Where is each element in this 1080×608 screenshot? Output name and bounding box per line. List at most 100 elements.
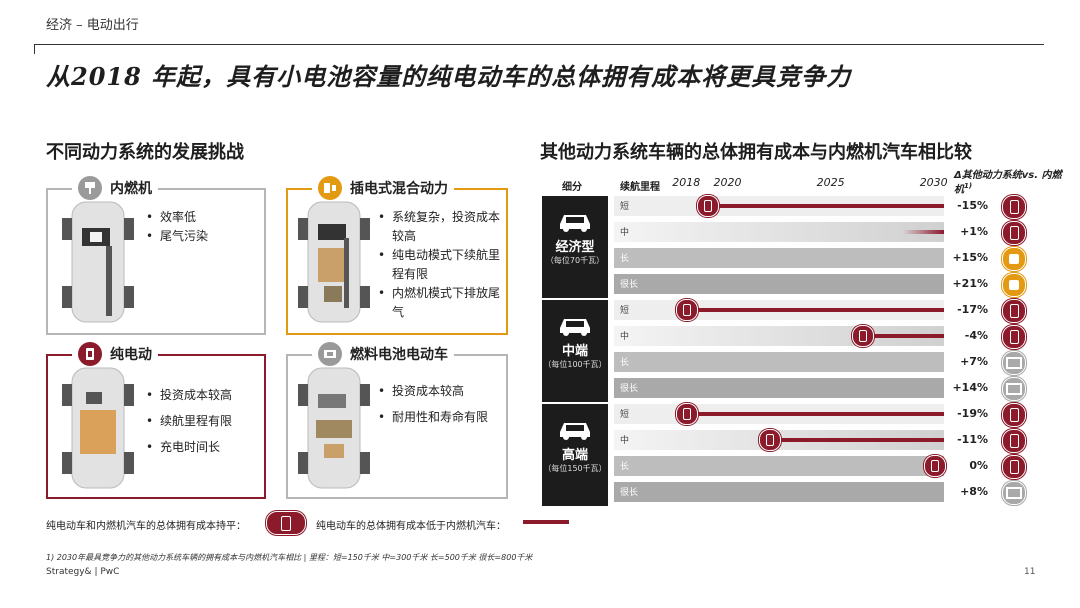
- range-label: 很长: [620, 488, 639, 498]
- range-row: 很长: [614, 482, 944, 502]
- card-phev-bullets: 系统复杂，投资成本较高 纯电动模式下续航里程有限 内燃机模式下排放尾气: [378, 208, 500, 322]
- header-delta-sup: 1): [964, 182, 973, 190]
- battery-icon: [1002, 195, 1026, 219]
- range-row: 长: [614, 456, 944, 476]
- suv-icon: [556, 418, 594, 440]
- cheaper-line: [706, 204, 944, 208]
- delta-value: -15%: [957, 199, 988, 212]
- segment-block: 经济型（每位70千瓦）: [542, 196, 608, 298]
- year-tick: 2025: [816, 176, 845, 189]
- card-ice-label: 内燃机: [110, 181, 152, 197]
- footnote: 1) 2030年最具竞争力的其他动力系统车辆的拥有成本与内燃机汽车相比 | 里程…: [46, 553, 533, 562]
- bullet: 充电时间长: [146, 434, 258, 460]
- range-label: 中: [620, 332, 630, 342]
- delta-value: +7%: [960, 355, 988, 368]
- card-phev-header: 插电式混合动力: [312, 176, 454, 200]
- range-row: 很长: [614, 274, 944, 294]
- year-tick: 2020: [713, 176, 742, 189]
- battery-icon: [1002, 403, 1026, 427]
- parity-marker: [676, 403, 699, 425]
- card-fcev-header: 燃料电池电动车: [312, 342, 454, 366]
- card-bev-header: 纯电动: [72, 342, 158, 366]
- range-label: 长: [620, 254, 630, 264]
- title-divider: [34, 44, 1044, 45]
- fuel-cell-icon: [1002, 351, 1026, 375]
- source: Strategy& | PwC: [46, 567, 120, 577]
- segment-sub: （每位150千瓦）: [543, 464, 607, 473]
- card-bev-bullets: 投资成本较高 续航里程有限 充电时间长: [146, 382, 258, 460]
- segment-sub: （每位100千瓦）: [543, 360, 607, 369]
- car-topview-fcev: [296, 364, 372, 496]
- car-topview-ice: [60, 198, 136, 330]
- parity-marker: [676, 299, 699, 321]
- parity-marker: [758, 429, 781, 451]
- segment-sub: （每位70千瓦）: [545, 256, 605, 265]
- fuel-plug-icon: [1002, 273, 1026, 297]
- battery-icon: [1002, 429, 1026, 453]
- delta-value: +8%: [960, 485, 988, 498]
- bullet: 效率低: [146, 208, 256, 227]
- bullet: 投资成本较高: [378, 378, 502, 404]
- card-bev-label: 纯电动: [110, 347, 152, 363]
- range-label: 中: [620, 228, 630, 238]
- header-segment: 细分: [562, 182, 582, 193]
- card-fcev-bullets: 投资成本较高 耐用性和寿命有限: [378, 378, 502, 430]
- year-tick: 2018: [672, 176, 701, 189]
- range-row: 中: [614, 222, 944, 242]
- page-title: 从2018 年起，具有小电池容量的纯电动车的总体拥有成本将更具竞争力: [46, 62, 852, 91]
- range-row: 很长: [614, 378, 944, 398]
- fuel-plug-icon: [1002, 247, 1026, 271]
- cheaper-line: [686, 412, 944, 416]
- bullet: 系统复杂，投资成本较高: [378, 208, 500, 246]
- segment-name: 中端: [561, 344, 588, 359]
- legend-cheaper: 纯电动车的总体拥有成本低于内燃机汽车：: [316, 521, 506, 532]
- segment-block: 中端（每位100千瓦）: [542, 300, 608, 402]
- fuel-cell-icon: [1002, 481, 1026, 505]
- bullet: 内燃机模式下排放尾气: [378, 284, 500, 322]
- cheaper-line: [902, 230, 944, 234]
- range-row: 长: [614, 352, 944, 372]
- range-label: 很长: [620, 280, 639, 290]
- fuel-cell-icon: [1002, 377, 1026, 401]
- parity-marker: [696, 195, 719, 217]
- range-label: 短: [620, 306, 630, 316]
- range-label: 长: [620, 462, 630, 472]
- cheaper-line: [686, 308, 944, 312]
- delta-value: -19%: [957, 407, 988, 420]
- legend-parity-marker: [266, 511, 306, 535]
- parity-marker: [923, 455, 946, 477]
- car-topview-bev: [60, 364, 136, 496]
- delta-value: -11%: [957, 433, 988, 446]
- delta-value: +15%: [952, 251, 988, 264]
- battery-icon: [1002, 455, 1026, 479]
- segment-name: 经济型: [555, 240, 595, 255]
- header-range: 续航里程: [620, 182, 660, 193]
- battery-icon: [1002, 221, 1026, 245]
- card-phev-label: 插电式混合动力: [350, 181, 448, 197]
- piston-icon: [78, 176, 102, 200]
- delta-value: -4%: [964, 329, 988, 342]
- segment-name: 高端: [561, 448, 588, 463]
- fuel-plug-icon: [318, 176, 342, 200]
- delta-value: -17%: [957, 303, 988, 316]
- section-tag: 经济 – 电动出行: [46, 18, 139, 33]
- title-divider-tick: [34, 44, 35, 54]
- bullet: 尾气污染: [146, 227, 256, 246]
- range-label: 短: [620, 410, 630, 420]
- header-delta-text: Δ其他动力系统vs. 内燃机: [954, 170, 1062, 196]
- bullet: 耐用性和寿命有限: [378, 404, 502, 430]
- sedan-icon: [556, 314, 594, 336]
- bullet: 投资成本较高: [146, 382, 258, 408]
- card-ice-bullets: 效率低 尾气污染: [146, 208, 256, 246]
- range-label: 很长: [620, 384, 639, 394]
- bullet: 纯电动模式下续航里程有限: [378, 246, 500, 284]
- car-topview-phev: [296, 198, 372, 330]
- year-tick: 2030: [919, 176, 948, 189]
- card-fcev-label: 燃料电池电动车: [350, 347, 448, 363]
- range-label: 长: [620, 358, 630, 368]
- segment-block: 高端（每位150千瓦）: [542, 404, 608, 506]
- battery-icon: [78, 342, 102, 366]
- header-delta: Δ其他动力系统vs. 内燃机1): [954, 170, 1064, 195]
- legend-parity: 纯电动车和内燃机汽车的总体拥有成本持平：: [46, 521, 246, 532]
- delta-value: +1%: [960, 225, 988, 238]
